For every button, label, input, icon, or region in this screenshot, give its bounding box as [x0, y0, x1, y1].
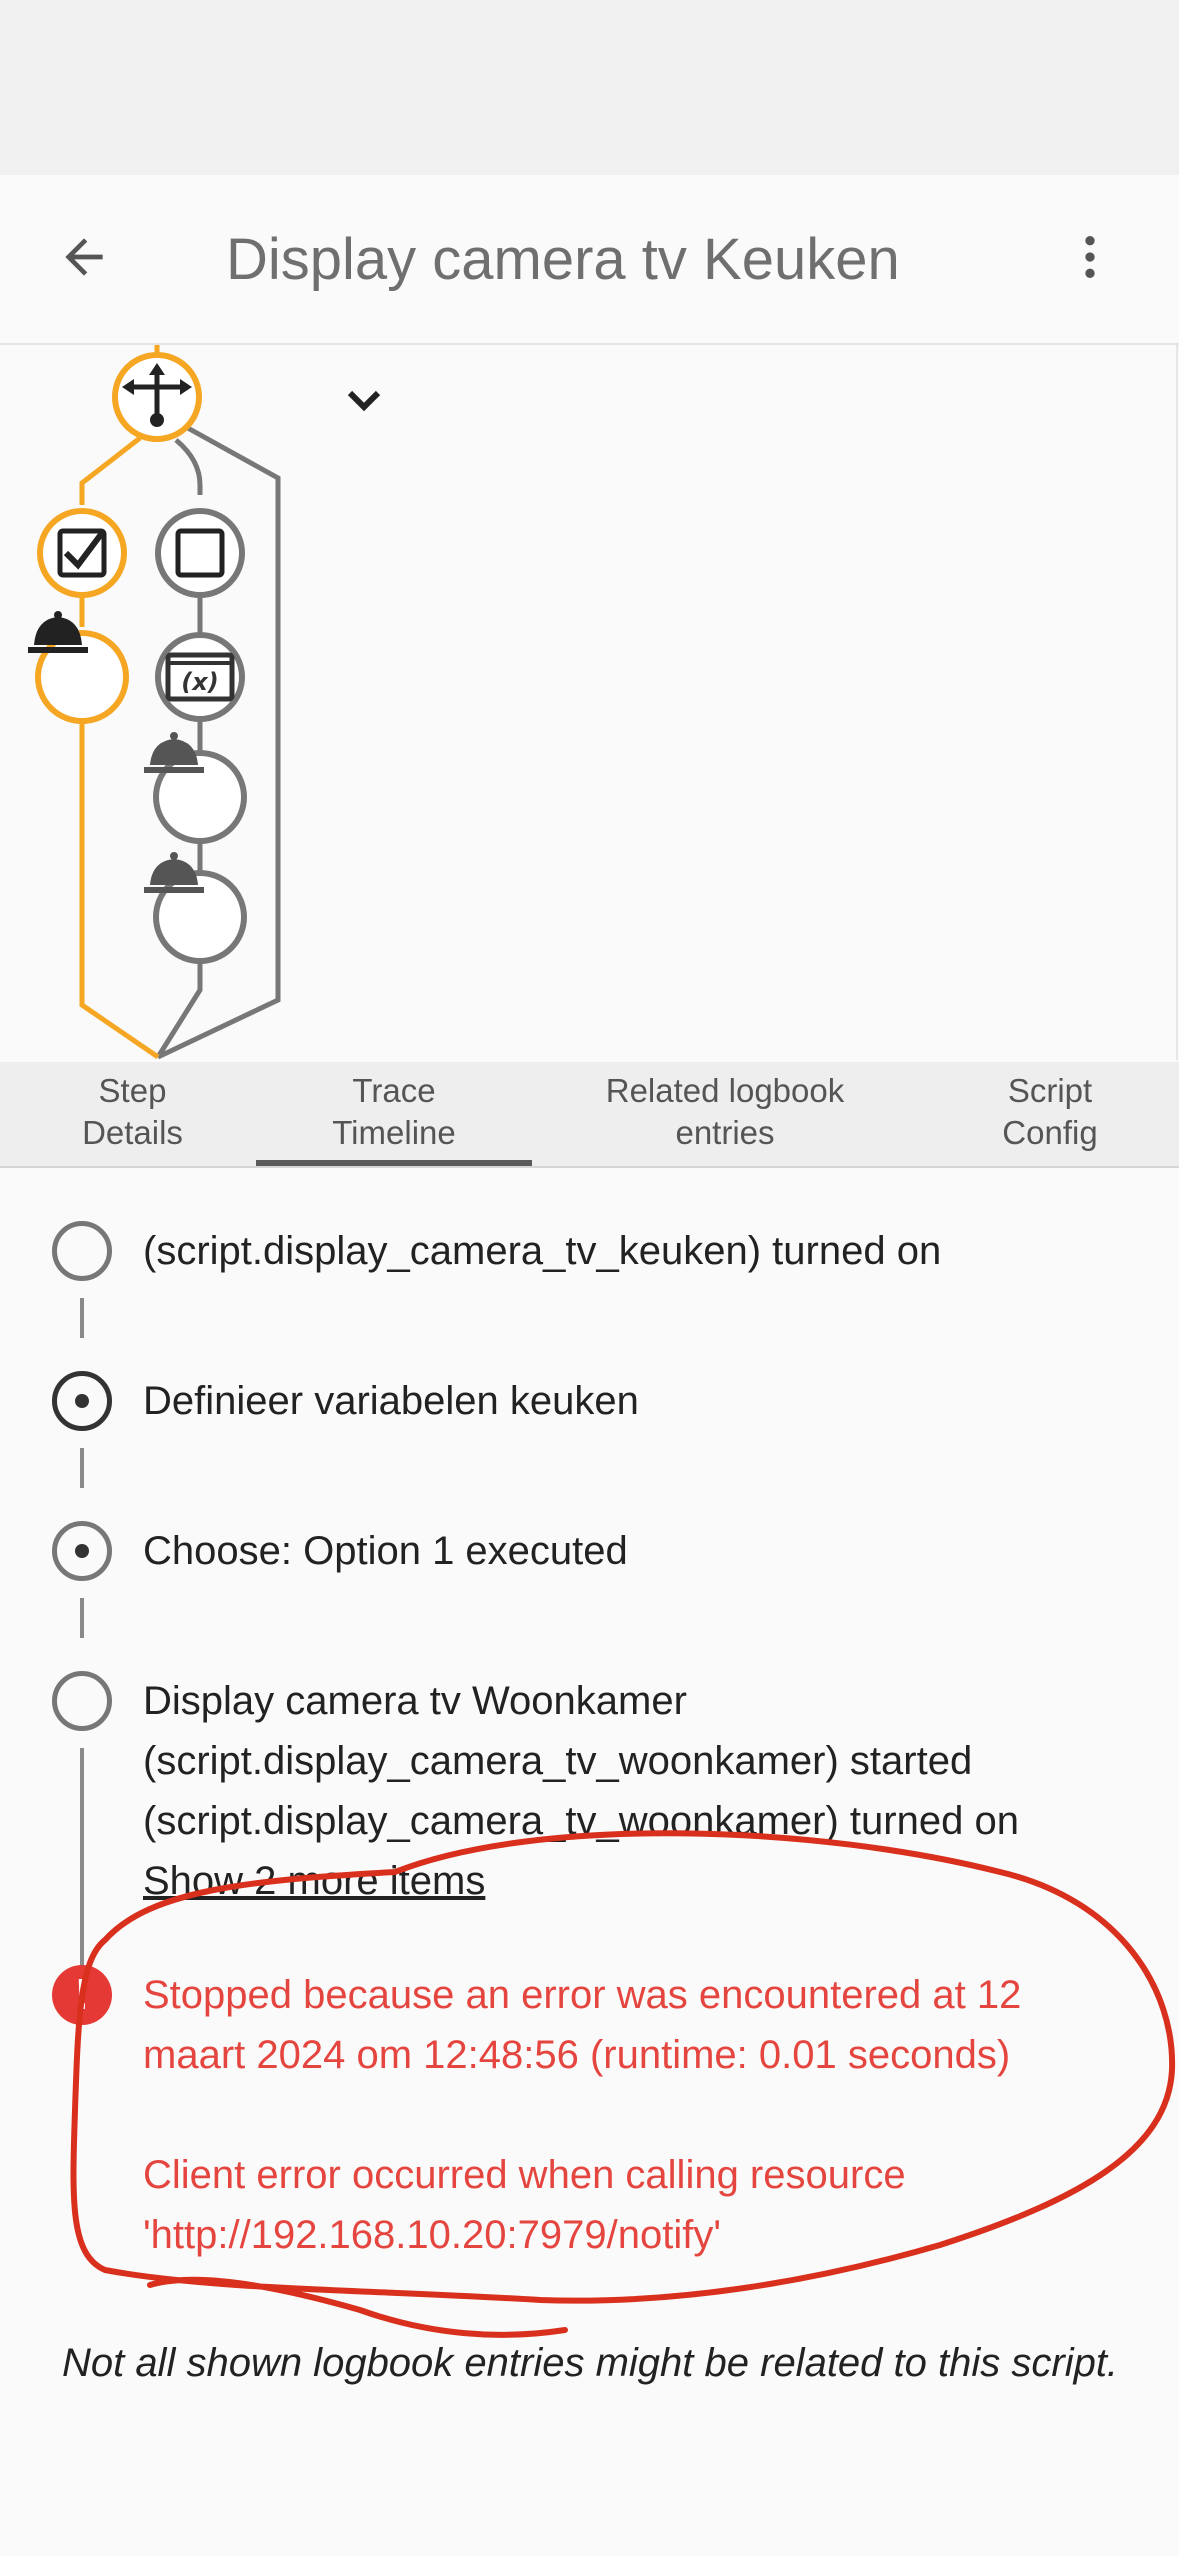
page-title: Display camera tv Keuken: [226, 227, 900, 292]
trace-path-outer: [156, 424, 281, 1060]
trace-path-inactive: [155, 957, 203, 1059]
timeline-connector: [80, 1748, 84, 1968]
variables-node[interactable]: (x): [155, 632, 245, 722]
svg-text:(x): (x): [181, 668, 218, 696]
timeline-entry: Definieer variabelen keuken: [143, 1379, 639, 1423]
timeline-dot-icon: [52, 1371, 112, 1431]
condition-node[interactable]: [37, 508, 127, 598]
timeline-entry-line: (script.display_camera_tv_woonkamer) tur…: [143, 1799, 1019, 1843]
service-node-inactive[interactable]: [144, 732, 247, 844]
error-message: maart 2024 om 12:48:56 (runtime: 0.01 se…: [143, 2033, 1011, 2077]
bell-service-icon: [34, 617, 82, 645]
arrow-left-icon: [65, 238, 103, 276]
checkbox-icon: [57, 528, 107, 578]
tab-related-logbook[interactable]: Related logbook entries: [605, 1072, 845, 1151]
timeline-dot-icon: [52, 1521, 112, 1581]
error-message: Stopped because an error was encountered…: [143, 1973, 1022, 2017]
choose-node[interactable]: [112, 352, 202, 442]
timeline-circle-icon: [52, 1221, 112, 1281]
variable-icon: [165, 652, 235, 702]
service-node-inactive[interactable]: [144, 852, 247, 964]
timeline-connector: [80, 1598, 84, 1638]
tab-trace-timeline[interactable]: Trace Timeline: [332, 1072, 456, 1151]
timeline-entry-title: Display camera tv Woonkamer: [143, 1679, 687, 1723]
condition-node-inactive[interactable]: [155, 508, 245, 598]
tab-step-details[interactable]: Step Details: [82, 1072, 183, 1151]
timeline-connector: [80, 1298, 84, 1338]
bell-service-icon: [150, 859, 198, 885]
trace-path-active: [79, 723, 160, 1060]
error-detail: 'http://192.168.10.20:7979/notify': [143, 2213, 721, 2257]
timeline-entry: Choose: Option 1 executed: [143, 1529, 628, 1573]
back-button[interactable]: [44, 217, 124, 297]
logbook-disclaimer: Not all shown logbook entries might be r…: [61, 2341, 1119, 2385]
tab-script-config[interactable]: Script Config: [1002, 1072, 1098, 1151]
timeline-entry: (script.display_camera_tv_keuken) turned…: [143, 1229, 942, 1273]
trace-graph: (x): [28, 345, 381, 1060]
active-tab-indicator: [256, 1160, 532, 1166]
service-node[interactable]: [28, 611, 129, 724]
trace-path-inactive: [174, 438, 203, 495]
overflow-menu-button[interactable]: [1050, 217, 1130, 297]
trace-graph-panel: (x): [0, 345, 1178, 1060]
timeline-circle-icon: [52, 1671, 112, 1731]
app-header: Display camera tv Keuken: [0, 175, 1179, 345]
timeline-connector: [80, 1448, 84, 1488]
trace-path-active: [79, 436, 142, 505]
source-branch-icon: [132, 373, 182, 421]
trace-timeline: (script.display_camera_tv_keuken) turned…: [0, 1168, 1179, 2556]
dots-vertical-icon: [1085, 236, 1095, 278]
checkbox-blank-icon: [175, 528, 225, 578]
chevron-down-icon[interactable]: [347, 390, 381, 412]
show-more-items-link[interactable]: Show 2 more items: [143, 1859, 486, 1903]
error-detail: Client error occurred when calling resou…: [143, 2153, 906, 2197]
timeline-entry-line: (script.display_camera_tv_woonkamer) sta…: [143, 1739, 973, 1783]
status-bar-area: [0, 0, 1179, 175]
error-alert-icon: !: [52, 1965, 112, 2025]
tab-bar: Step Details Trace Timeline Related logb…: [0, 1062, 1179, 1168]
bell-service-icon: [150, 739, 198, 765]
